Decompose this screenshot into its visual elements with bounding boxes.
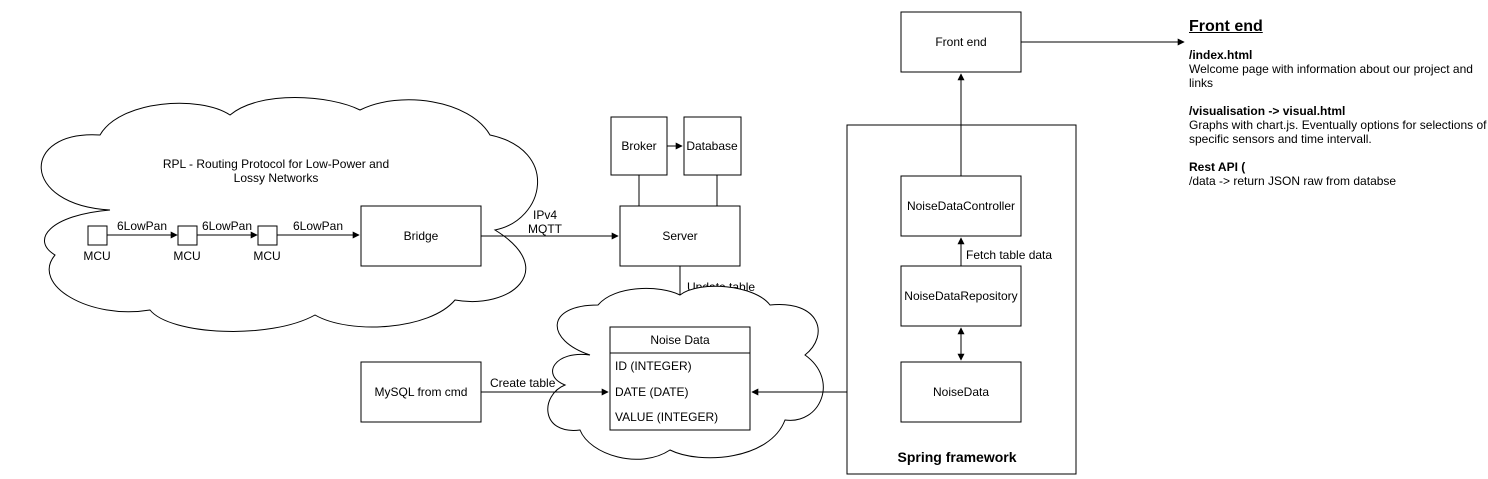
- rpl-cloud-label-line2: Lossy Networks: [234, 171, 319, 185]
- rpl-cloud-shape: [40, 97, 538, 332]
- noise-data-table[interactable]: [609, 326, 751, 431]
- link-label-2: 6LowPan: [202, 219, 252, 233]
- spring-framework-label: Spring framework: [897, 449, 1016, 465]
- link-bridge-server-label-2: MQTT: [528, 222, 563, 236]
- broker-label: Broker: [621, 139, 656, 153]
- mysql-label: MySQL from cmd: [375, 385, 468, 399]
- create-table-label: Create table: [490, 376, 556, 390]
- frontend-box[interactable]: [900, 11, 1022, 73]
- noise-data-entity-box[interactable]: [900, 361, 1022, 423]
- database-label: Database: [686, 139, 738, 153]
- link-bridge-server-label-1: IPv4: [533, 208, 557, 222]
- panel-section-heading: Rest API (: [1189, 160, 1246, 174]
- bridge-box[interactable]: [360, 205, 482, 267]
- panel-section-body: Graphs with chart.js. Eventually options…: [1189, 118, 1487, 146]
- broker-box[interactable]: [610, 116, 668, 176]
- bridge-label: Bridge: [404, 229, 439, 243]
- noise-data-field-id: ID (INTEGER): [615, 359, 692, 373]
- noise-data-entity-label: NoiseData: [933, 385, 989, 399]
- panel-section-body: Welcome page with information about our …: [1189, 62, 1473, 90]
- fetch-table-data-label: Fetch table data: [966, 248, 1052, 262]
- mcu-node-3[interactable]: [257, 225, 278, 246]
- panel-section-heading: /visualisation -> visual.html: [1189, 104, 1346, 118]
- panel-section-body: /data -> return JSON raw from databse: [1189, 174, 1397, 188]
- mcu-label-1: MCU: [83, 249, 110, 263]
- mcu-node-2[interactable]: [177, 225, 198, 246]
- noise-data-field-value: VALUE (INTEGER): [615, 410, 718, 424]
- mcu-label-2: MCU: [173, 249, 200, 263]
- noise-data-field-date: DATE (DATE): [615, 385, 689, 399]
- link-label-3: 6LowPan: [293, 219, 343, 233]
- noise-data-repository-label: NoiseDataRepository: [904, 289, 1017, 303]
- noise-data-controller-box[interactable]: [900, 175, 1022, 237]
- rpl-cloud-label-line1: RPL - Routing Protocol for Low-Power and: [163, 157, 389, 171]
- server-box[interactable]: [619, 205, 741, 267]
- noise-data-controller-label: NoiseDataController: [907, 199, 1015, 213]
- link-label-1: 6LowPan: [117, 219, 167, 233]
- panel-section-heading: /index.html: [1189, 48, 1253, 62]
- noise-data-repository-box[interactable]: [900, 265, 1022, 327]
- panel-section-rest-api: Rest API ( /data -> return JSON raw from…: [1189, 160, 1488, 188]
- mysql-box[interactable]: [360, 361, 482, 423]
- mcu-label-3: MCU: [253, 249, 280, 263]
- mcu-node-1[interactable]: [87, 225, 108, 246]
- frontend-description-panel: Front end /index.html Welcome page with …: [1189, 18, 1488, 202]
- panel-section-visualisation: /visualisation -> visual.html Graphs wit…: [1189, 104, 1488, 146]
- noise-data-table-title: Noise Data: [650, 333, 710, 347]
- server-label: Server: [662, 229, 697, 243]
- panel-section-index: /index.html Welcome page with informatio…: [1189, 48, 1488, 90]
- database-box[interactable]: [683, 116, 742, 176]
- frontend-box-label: Front end: [935, 35, 986, 49]
- panel-title: Front end: [1189, 18, 1263, 35]
